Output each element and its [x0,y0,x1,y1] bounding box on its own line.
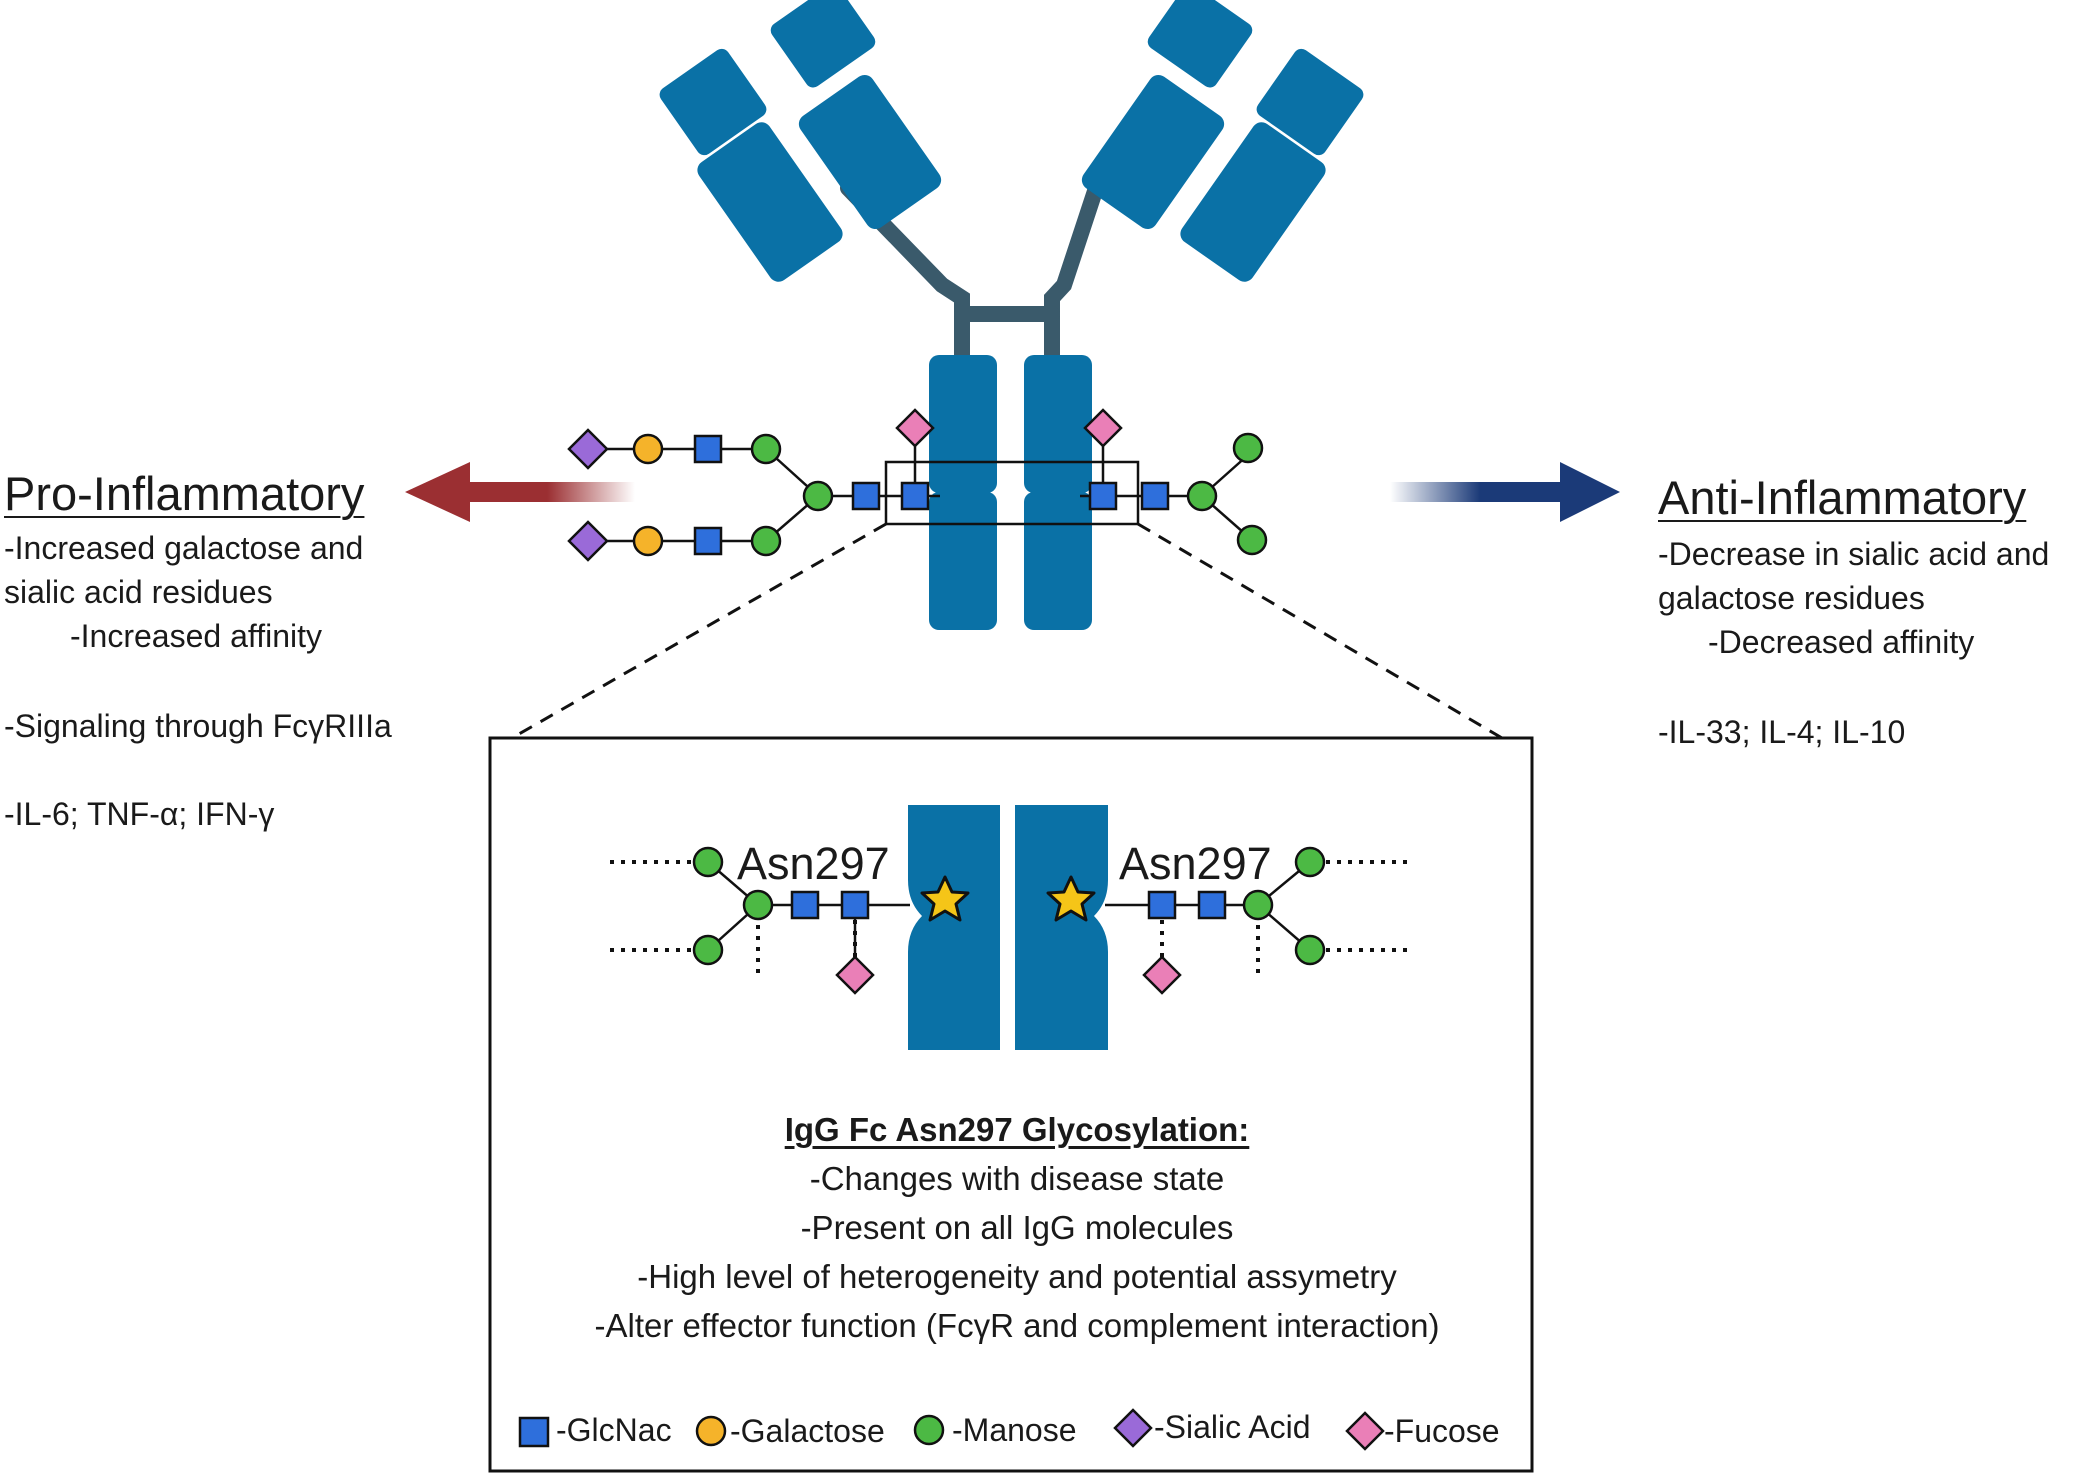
legend-galactose-label: -Galactose [730,1413,885,1449]
asn297-label-right: Asn297 [1119,838,1272,889]
manose-icon [1294,846,1326,878]
summary-line-1: -Changes with disease state [809,1160,1225,1197]
igg-antibody [659,0,1364,630]
glcnac-icon [790,890,820,920]
sialic-acid-icon [567,520,609,562]
glcnac-icon [693,526,723,556]
glcnac-icon [900,481,930,511]
fucose-legend-icon [1345,1411,1385,1451]
glcnac-icon [840,890,870,920]
legend-manose-label: -Manose [952,1412,1077,1448]
glcnac-icon [1197,890,1227,920]
glycan-residues-right [1083,408,1268,556]
anti-line-1: -Decrease in sialic acid and [1658,536,2050,572]
glcnac-icon [1088,481,1118,511]
legend-glcnac-label: -GlcNac [556,1412,672,1448]
galactose-icon [632,433,664,465]
pro-inflammatory-heading: Pro-Inflammatory [4,467,365,520]
inset-summary: IgG Fc Asn297 Glycosylation: -Changes wi… [492,1105,1542,1350]
anti-inflammatory-arrow [1390,462,1620,522]
anti-inflammatory-heading: Anti-Inflammatory [1658,471,2027,524]
glcnac-icon [1147,890,1177,920]
manose-icon [742,889,774,921]
summary-line-3: -High level of heterogeneity and potenti… [637,1258,1397,1295]
sialic-acid-icon [567,428,609,470]
manose-icon [692,934,724,966]
anti-line-2: galactose residues [1658,580,1925,616]
fucose-icon [895,408,935,448]
fab-arm-right [1081,0,1364,282]
inset-dotted-right [1160,860,1408,980]
glcnac-icon [1140,481,1170,511]
manose-icon [1236,524,1268,556]
asn297-label-left: Asn297 [737,838,890,889]
manose-icon [1242,889,1274,921]
manose-legend-icon [913,1414,945,1446]
pro-line-3: -Increased affinity [70,618,322,654]
glcnac-legend-icon [518,1416,550,1448]
zoom-region-box [884,460,1140,526]
manose-icon [750,525,782,557]
glcnac-icon [693,434,723,464]
fab-arm-left [659,0,942,282]
galactose-icon [632,525,664,557]
summary-title: IgG Fc Asn297 Glycosylation: [784,1111,1250,1148]
glcnac-icon [851,481,881,511]
manose-icon [1186,480,1218,512]
anti-line-4: -IL-33; IL-4; IL-10 [1658,714,1906,750]
legend-sialic-acid-label: -Sialic Acid [1154,1409,1311,1445]
asn297-star-icons [920,875,1096,922]
inset-fc-chains [908,805,1108,1050]
pro-line-5: -IL-6; TNF-α; IFN-γ [4,796,275,832]
manose-icon [802,480,834,512]
hinge-region [840,180,1104,366]
pro-line-1: -Increased galactose and [4,530,364,566]
anti-line-3: -Decreased affinity [1708,624,1975,660]
manose-icon [1294,934,1326,966]
inset-dotted-left [610,860,857,980]
summary-line-4: -Alter effector function (FcγR and compl… [594,1307,1440,1344]
manose-icon [750,433,782,465]
pro-inflammatory-arrow [405,462,635,522]
legend-icons [518,1408,1385,1451]
galactose-legend-icon [695,1415,727,1447]
manose-icon [692,846,724,878]
zoom-lines [511,522,1503,740]
pro-line-4: -Signaling through FcγRIIIa [4,708,392,744]
pro-line-2: sialic acid residues [4,574,273,610]
summary-line-2: -Present on all IgG molecules [800,1209,1234,1246]
fc-region [929,355,1092,630]
inset-panel [488,736,1534,1473]
sialic-acid-legend-icon [1113,1408,1153,1448]
legend-fucose-label: -Fucose [1384,1413,1500,1449]
manose-icon [1232,432,1264,464]
